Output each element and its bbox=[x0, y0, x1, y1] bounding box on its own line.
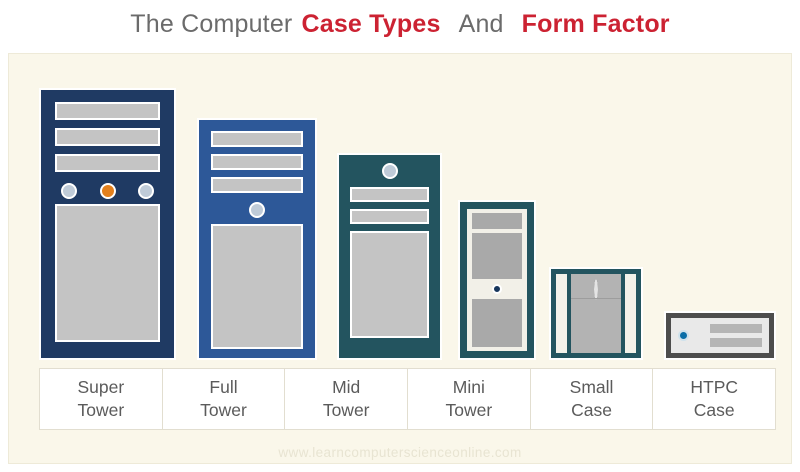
label-line-2: Case bbox=[571, 400, 612, 420]
drive-bay bbox=[211, 154, 303, 170]
drive-bay bbox=[472, 233, 522, 279]
button-row bbox=[211, 200, 303, 224]
side-vent-right bbox=[625, 274, 636, 353]
label-full-tower[interactable]: Full Tower bbox=[161, 368, 286, 430]
label-line-1: Super bbox=[77, 377, 125, 397]
case-figure-htpc-case[interactable] bbox=[664, 311, 776, 360]
case-figure-small-case[interactable] bbox=[549, 267, 643, 360]
power-button-icon bbox=[492, 284, 502, 294]
page-title-bar: The Computer Case Types And Form Factor bbox=[0, 0, 800, 49]
label-line-2: Tower bbox=[77, 400, 125, 420]
drive-bay bbox=[55, 154, 160, 172]
label-mid-tower[interactable]: Mid Tower bbox=[284, 368, 409, 430]
activity-led-icon bbox=[99, 183, 116, 199]
drive-bay bbox=[710, 324, 762, 333]
label-line-1: Mini bbox=[452, 377, 485, 397]
diagram-canvas: Super Tower Full Tower Mid Tower Mini To… bbox=[8, 53, 792, 464]
case-figure-super-tower[interactable] bbox=[39, 88, 176, 360]
label-line-1: Full bbox=[209, 377, 238, 397]
power-button-icon bbox=[381, 163, 398, 179]
page-title: The Computer Case Types And Form Factor bbox=[130, 10, 669, 39]
front-panel bbox=[556, 274, 636, 353]
power-button-icon bbox=[249, 202, 265, 218]
drive-bay-group bbox=[699, 324, 762, 347]
front-panel bbox=[671, 318, 769, 353]
label-line-2: Tower bbox=[322, 400, 370, 420]
panel-divider bbox=[571, 297, 621, 299]
side-vent-left bbox=[556, 274, 567, 353]
power-button-icon bbox=[594, 279, 598, 300]
front-panel bbox=[467, 209, 527, 351]
drive-bay bbox=[55, 102, 160, 120]
title-part-form-factor: Form Factor bbox=[521, 10, 670, 38]
title-part-the-computer: The Computer bbox=[130, 10, 293, 38]
drive-bay bbox=[211, 177, 303, 193]
label-line-1: Small bbox=[569, 377, 614, 397]
title-part-and: And bbox=[458, 10, 504, 38]
drive-bay bbox=[710, 338, 762, 347]
reset-button-icon bbox=[138, 183, 154, 199]
case-figure-full-tower[interactable] bbox=[197, 118, 317, 360]
label-line-2: Tower bbox=[200, 400, 247, 420]
label-htpc-case[interactable]: HTPC Case bbox=[652, 368, 777, 430]
front-panel bbox=[350, 231, 429, 338]
label-super-tower[interactable]: Super Tower bbox=[39, 368, 163, 430]
drive-bay bbox=[55, 128, 160, 146]
button-row bbox=[55, 180, 160, 204]
power-button-icon bbox=[61, 183, 77, 199]
label-small-case[interactable]: Small Case bbox=[529, 368, 654, 430]
power-button-icon bbox=[678, 330, 689, 341]
case-size-comparison-chart: Super Tower Full Tower Mid Tower Mini To… bbox=[9, 54, 791, 463]
label-line-2: Case bbox=[693, 400, 735, 420]
front-panel bbox=[211, 224, 303, 349]
label-line-1: Mid bbox=[332, 377, 361, 397]
front-panel-center bbox=[571, 274, 621, 353]
front-panel bbox=[55, 204, 160, 342]
drive-bay bbox=[350, 187, 429, 202]
front-panel-lower bbox=[472, 299, 522, 347]
drive-bay bbox=[350, 209, 429, 224]
title-part-case-types: Case Types bbox=[301, 10, 441, 38]
label-line-1: HTPC bbox=[690, 377, 739, 397]
label-line-2: Tower bbox=[445, 400, 493, 420]
watermark: www.learncomputerscienceonline.com bbox=[278, 445, 522, 460]
button-row bbox=[472, 283, 522, 295]
case-figure-mini-tower[interactable] bbox=[458, 200, 536, 360]
drive-bay bbox=[472, 213, 522, 229]
case-figure-mid-tower[interactable] bbox=[337, 153, 442, 360]
button-row bbox=[350, 163, 429, 187]
label-mini-tower[interactable]: Mini Tower bbox=[407, 368, 531, 430]
button-row bbox=[594, 279, 598, 300]
drive-bay bbox=[211, 131, 303, 147]
case-label-row: Super Tower Full Tower Mid Tower Mini To… bbox=[39, 368, 777, 430]
